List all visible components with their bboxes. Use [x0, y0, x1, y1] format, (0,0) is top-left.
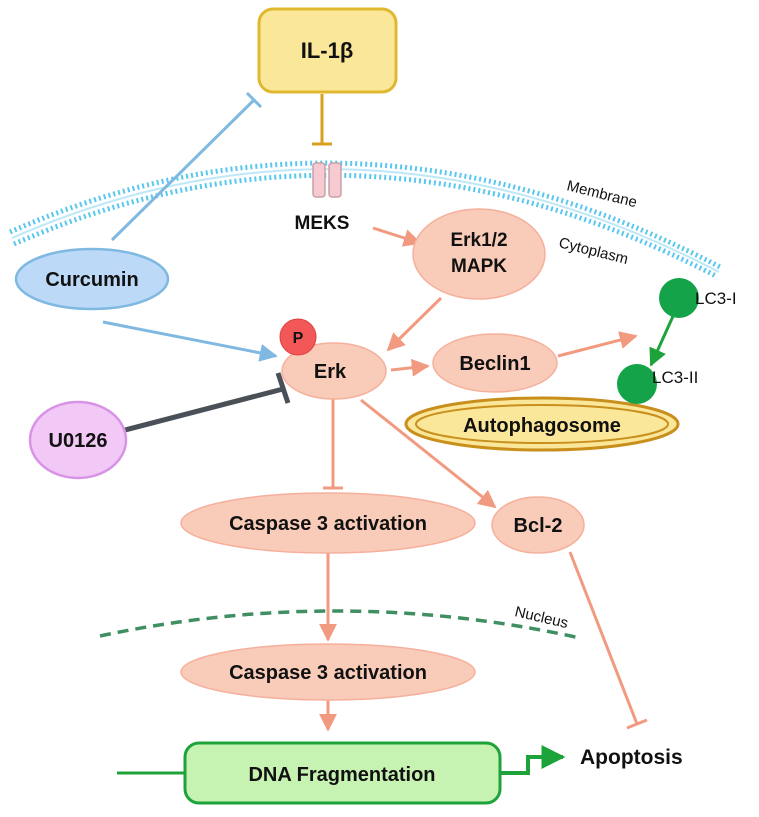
- receptor-channel: [312, 162, 342, 198]
- beclin1-to-lc3: [557, 331, 638, 358]
- gene-line: [117, 745, 566, 775]
- erk-label: Erk: [314, 361, 347, 383]
- bcl2-node: Bcl-2: [491, 496, 585, 554]
- erk-to-bcl2: [360, 398, 497, 509]
- mapk-label: MAPK: [451, 256, 507, 277]
- meks-to-erk12: [372, 226, 422, 247]
- erk-inhibits-caspase: [323, 398, 343, 490]
- caspase-bottom-label: Caspase 3 activation: [229, 662, 427, 684]
- il1b-node: IL-1β: [257, 7, 398, 94]
- u0126-node: U0126: [28, 400, 128, 480]
- beclin1-node: Beclin1: [432, 333, 558, 393]
- erk12-mapk-node: Erk1/2 MAPK: [412, 208, 546, 300]
- lc3i-to-lc3ii: [649, 313, 676, 367]
- erk12-label: Erk1/2: [450, 230, 507, 251]
- erk-node: Erk: [281, 342, 387, 400]
- u0126-label: U0126: [49, 430, 108, 452]
- caspase-activation-bottom-node: Caspase 3 activation: [180, 643, 476, 701]
- apoptosis-label: Apoptosis: [580, 746, 683, 769]
- caspase-top-label: Caspase 3 activation: [229, 513, 427, 535]
- il1b-inhibits-receptor: [312, 94, 332, 146]
- lc3ii-node: LC3-II: [617, 364, 698, 404]
- autophagosome-node: Autophagosome: [404, 396, 680, 452]
- lc3i-node: LC3-I: [659, 278, 737, 318]
- curcumin-label: Curcumin: [45, 269, 138, 291]
- autophagosome-label: Autophagosome: [463, 415, 621, 437]
- bcl2-inhibits-apoptosis: [568, 551, 648, 730]
- dna-fragmentation-label: DNA Fragmentation: [248, 764, 435, 786]
- meks-label: MEKS: [295, 213, 350, 234]
- il1b-label: IL-1β: [301, 38, 354, 63]
- lc3ii-label: LC3-II: [652, 368, 698, 387]
- cytoplasm-label: Cytoplasm: [557, 234, 630, 268]
- beclin1-label: Beclin1: [459, 353, 530, 375]
- phosphate-label: P: [293, 330, 304, 347]
- lc3i-label: LC3-I: [695, 289, 737, 308]
- caspase-activation-top-node: Caspase 3 activation: [180, 492, 476, 554]
- phosphate-badge: P: [279, 318, 317, 356]
- u0126-inhibits-erk: [124, 372, 291, 433]
- curcumin-inhibits-il1b: [110, 91, 263, 242]
- curcumin-activates-erk: [102, 320, 278, 362]
- cell-membrane: [8, 160, 724, 279]
- bcl2-label: Bcl-2: [514, 515, 563, 537]
- dna-fragmentation-node: DNA Fragmentation: [183, 741, 502, 805]
- nucleus-boundary: [99, 609, 581, 640]
- erk12-to-erk: [386, 296, 443, 352]
- erk-to-beclin1: [390, 358, 430, 377]
- curcumin-node: Curcumin: [14, 247, 170, 311]
